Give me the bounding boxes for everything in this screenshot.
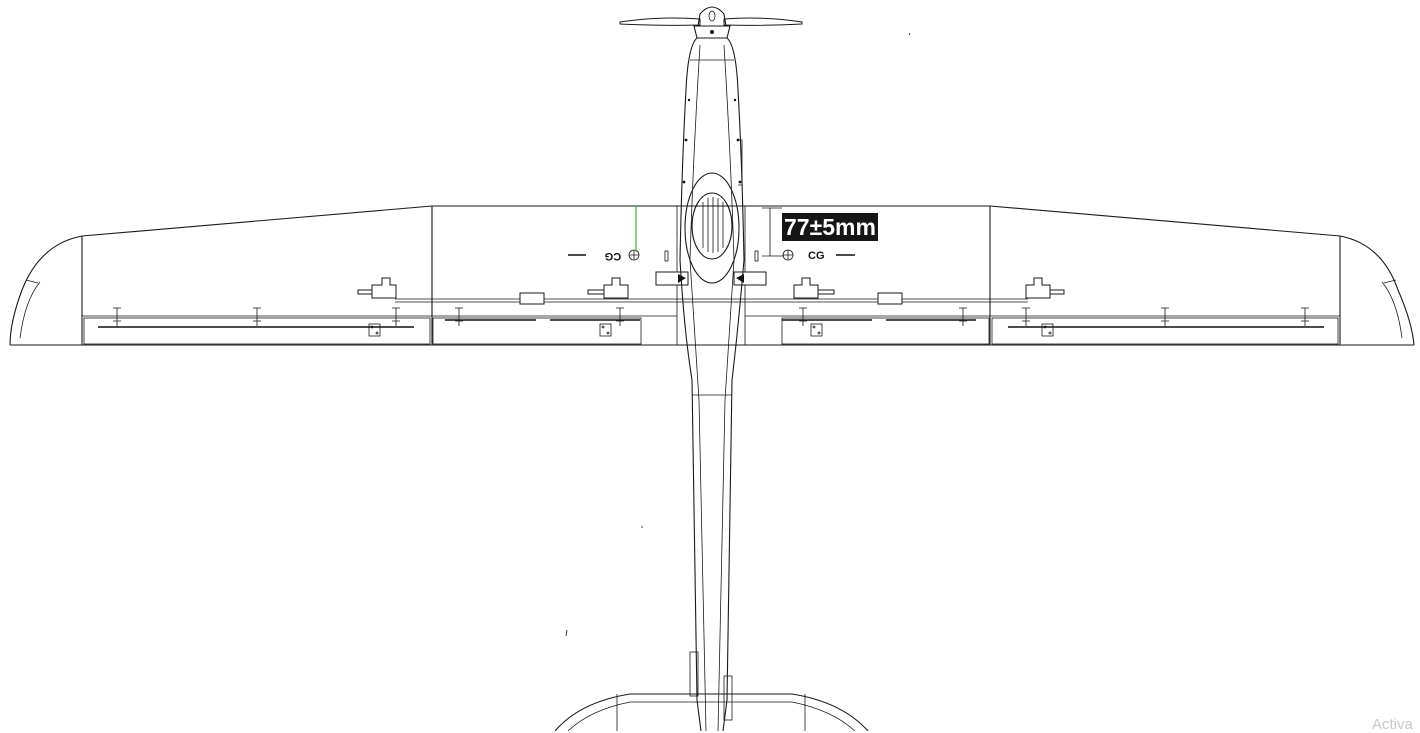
fuselage: [679, 37, 745, 731]
propeller: [619, 6, 803, 39]
cg-marker-left: [568, 249, 640, 261]
cg-dimension-bracket: [762, 207, 784, 257]
tail: [554, 651, 869, 731]
cg-label-right: CG: [808, 250, 825, 262]
cg-marker-right: [782, 249, 855, 261]
cg-dimension-label: 77±5mm: [782, 213, 878, 241]
wing: [9, 205, 1415, 346]
cg-label-left: CG: [605, 250, 622, 262]
watermark-text: Activa: [1372, 716, 1413, 733]
